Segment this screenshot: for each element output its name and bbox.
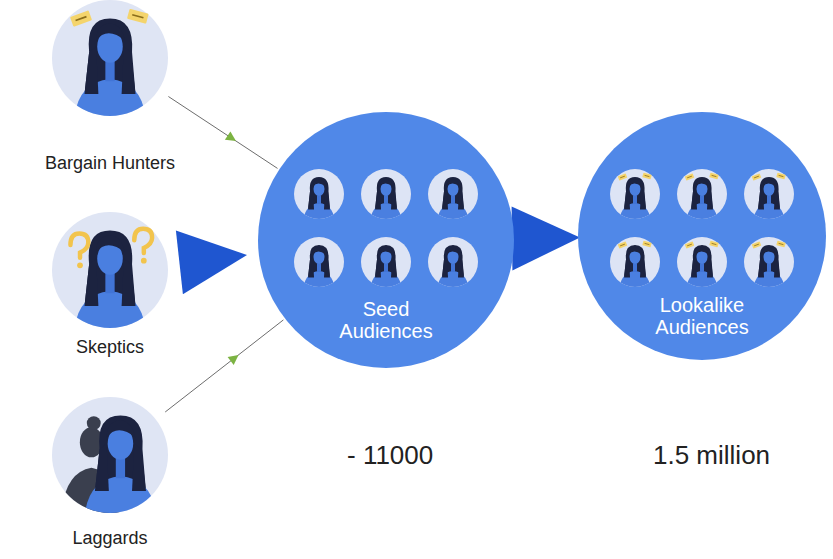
persona-icon	[52, 397, 168, 513]
persona-node: Bargain Hunters	[25, 0, 195, 174]
feed-line	[165, 320, 283, 412]
feed-line	[168, 97, 277, 169]
persona-icon	[52, 212, 168, 328]
persona-label: Skeptics	[76, 336, 144, 358]
circle-label: Lookalike Audiences	[640, 294, 764, 338]
audience-circle: Lookalike Audiences	[578, 112, 826, 360]
arrow-head	[225, 131, 236, 141]
feed-connector	[168, 97, 277, 169]
persona-label: Laggards	[72, 527, 147, 549]
persona-node: Laggards	[25, 397, 195, 549]
audience-circle: Seed Audiences	[258, 112, 514, 368]
persona-icon	[52, 0, 168, 116]
flow-arrow	[176, 231, 247, 295]
feed-connector	[165, 320, 283, 412]
arrow-head	[228, 355, 239, 365]
count-label: - 11000	[347, 440, 433, 471]
circle-label: Seed Audiences	[324, 298, 448, 342]
count-label: 1.5 million	[653, 440, 770, 471]
persona-label: Bargain Hunters	[45, 152, 175, 174]
persona-node: Skeptics	[25, 212, 195, 358]
flow-arrow	[512, 206, 580, 270]
